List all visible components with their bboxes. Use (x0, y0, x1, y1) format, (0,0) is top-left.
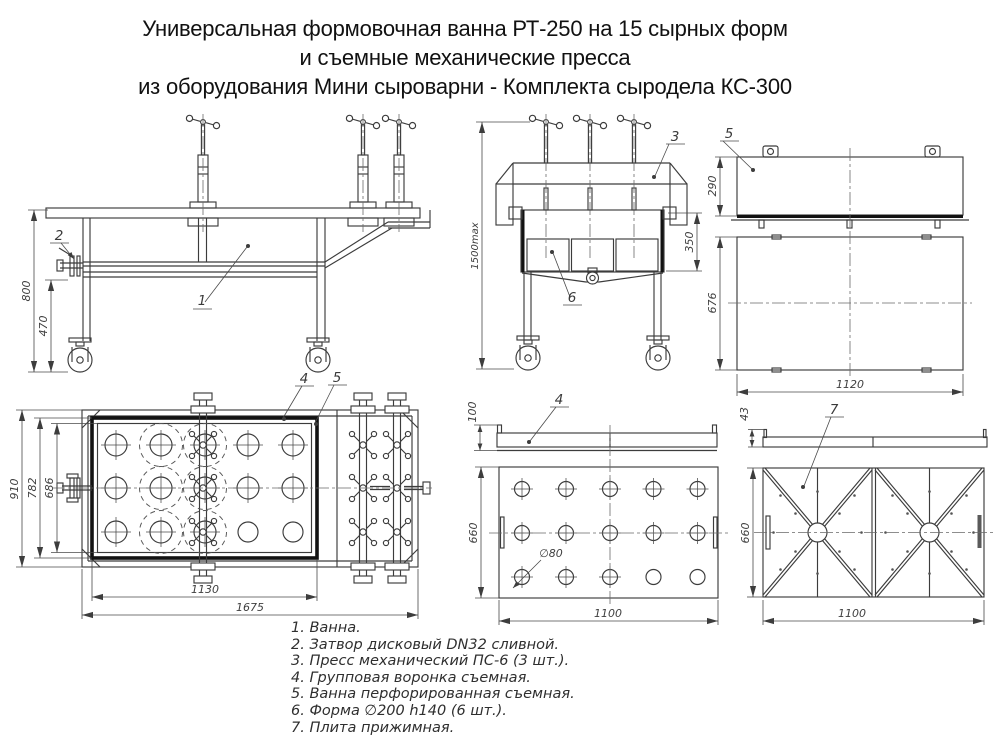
dim-660-perf: 660 (467, 523, 480, 544)
legend-item-7: 7. Плита прижимная. (291, 719, 455, 736)
perforated-holes (510, 477, 710, 589)
dim-1500max: 1500max (470, 222, 481, 269)
dim-1100-perf: 1100 (594, 607, 622, 620)
plate-perforation (772, 490, 975, 575)
dim-686: 686 (43, 478, 56, 499)
callout-4-funnel: 4 (300, 371, 309, 387)
view-perf-vat-plan: ∅80 100 660 1100 4 (466, 392, 728, 625)
dim-1675: 1675 (236, 601, 264, 614)
press-screws-side (186, 115, 415, 202)
title-line-2: и съемные механические пресса (299, 45, 631, 70)
dim-782: 782 (26, 478, 39, 499)
forms-in-vat (526, 238, 659, 272)
callout-6-form: 6 (568, 290, 577, 306)
dim-470: 470 (37, 316, 50, 337)
legend-item-4: 4. Групповая воронка съемная. (291, 669, 531, 686)
legend-item-6: 6. Форма ∅200 h140 (6 шт.). (291, 702, 507, 719)
dim-676: 676 (706, 293, 719, 314)
drain-funnel (521, 267, 664, 285)
view-plan: 910 782 686 1130 1675 4 (8, 370, 432, 619)
dim-290: 290 (706, 176, 719, 197)
dim-910: 910 (8, 479, 21, 500)
callout-1-vat: 1 (198, 293, 207, 309)
legend-item-2: 2. Затвор дисковый DN32 сливной. (291, 636, 560, 653)
view-removable-vat: 290 676 1120 5 (706, 126, 972, 396)
legend-item-5: 5. Ванна перфорированная съемная. (291, 686, 575, 703)
dim-1130: 1130 (191, 583, 219, 596)
callout-5-removable-vat: 5 (725, 126, 734, 142)
dim-1120: 1120 (836, 378, 864, 391)
vat-holes (100, 429, 309, 548)
drain-valve-side (56, 247, 83, 277)
callout-7-plate: 7 (830, 402, 839, 418)
callout-4-funnel-strip: 4 (555, 392, 564, 408)
plate-bracing (762, 467, 985, 598)
drawing-title: Универсальная формовочная ванна РТ-250 н… (0, 14, 930, 101)
title-line-1: Универсальная формовочная ванна РТ-250 н… (142, 16, 788, 41)
form-circles (139, 423, 227, 554)
callout-5-perf-vat: 5 (333, 370, 342, 386)
casters-side (67, 337, 331, 373)
casters-end (515, 335, 671, 371)
dim-100: 100 (466, 402, 479, 423)
legend-item-3: 3. Пресс механический ПС-6 (3 шт.). (291, 653, 570, 670)
view-side: 800 470 2 1 (20, 114, 431, 373)
dim-660-plate: 660 (739, 523, 752, 544)
title-line-3: из оборудования Мини сыроварни - Комплек… (138, 74, 792, 99)
callout-2-valve: 2 (55, 228, 64, 244)
parts-legend: 1. Ванна. 2. Затвор дисковый DN32 сливно… (291, 620, 575, 736)
dim-350: 350 (683, 232, 696, 253)
dim-800: 800 (20, 281, 33, 302)
view-press-plate: 43 660 1100 7 (738, 402, 993, 625)
legend-item-1: 1. Ванна. (291, 620, 361, 636)
press-handles-plan (188, 430, 412, 547)
view-end: 1500max 350 3 6 (470, 114, 702, 371)
callout-3-press: 3 (671, 129, 680, 145)
dim-43: 43 (738, 407, 751, 421)
dim-1100-plate: 1100 (838, 607, 866, 620)
dim-hole-dia: ∅80 (539, 547, 563, 560)
